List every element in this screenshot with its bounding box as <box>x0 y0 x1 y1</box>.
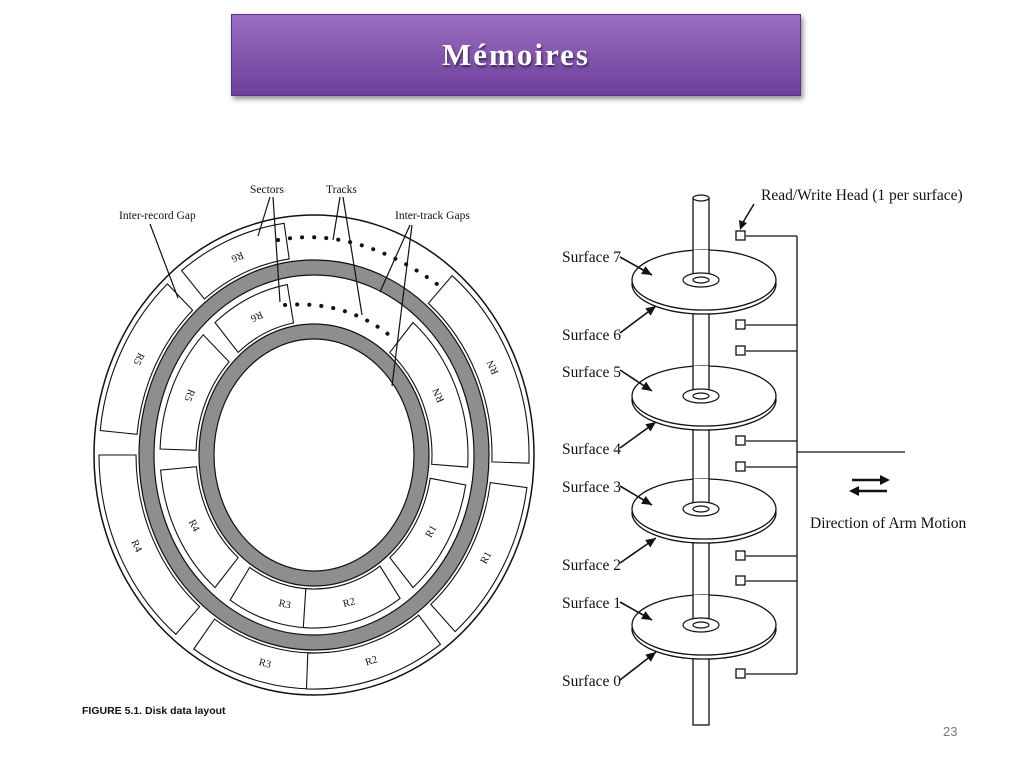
surface-label-7: Surface 7 <box>562 249 621 266</box>
surface-pointer <box>619 256 653 276</box>
inner-record-label: R4 <box>186 518 202 535</box>
outer-record-r2: R2 <box>305 614 442 690</box>
surface-label-5: Surface 5 <box>562 364 621 381</box>
sectors-label: Sectors <box>250 184 284 196</box>
surface-pointer <box>619 651 657 681</box>
spindle-top <box>692 194 710 202</box>
outer-record-r4: R4 <box>98 454 201 636</box>
inter-record-gap-label: Inter-record Gap <box>119 210 196 222</box>
inner-record-label: R2 <box>342 596 357 610</box>
inner-record-r6: R6 <box>214 283 295 354</box>
inner-record-r4: R4 <box>160 466 239 589</box>
platter <box>631 594 777 660</box>
surface-pointer <box>619 601 653 621</box>
inner-record-label: RN <box>431 386 447 404</box>
read-write-head <box>735 668 746 679</box>
pointer-lines <box>149 196 413 387</box>
read-write-head-label: Read/Write Head (1 per surface) <box>761 187 963 204</box>
surface-pointer <box>619 305 657 334</box>
surface-label-4: Surface 4 <box>562 441 621 458</box>
outer-record-r5: R5 <box>99 283 194 435</box>
platters <box>631 249 777 660</box>
outer-record-label: R2 <box>364 654 379 668</box>
inner-record-label: R5 <box>181 387 196 403</box>
inner-record-label: R6 <box>249 308 265 323</box>
read-write-head <box>735 461 746 472</box>
outer-record-r6: R6 <box>180 222 290 300</box>
outer-track-dots <box>276 235 447 292</box>
platter <box>631 365 777 431</box>
surface-pointer <box>619 369 653 392</box>
surface-label-3: Surface 3 <box>562 479 621 496</box>
inner-record-label: R3 <box>277 598 291 611</box>
slide-number: 23 <box>943 724 958 739</box>
arm-assembly <box>735 230 905 679</box>
read-write-head <box>735 575 746 586</box>
surface-label-2: Surface 2 <box>562 557 621 574</box>
inner-record-r5: R5 <box>159 333 230 451</box>
outer-record-label: R1 <box>479 550 495 566</box>
surface-label-0: Surface 0 <box>562 673 621 690</box>
surface-label-1: Surface 1 <box>562 595 621 612</box>
inner-track-dots <box>283 302 397 342</box>
read-write-head <box>735 230 746 241</box>
read-write-head <box>735 435 746 446</box>
inner-record-r2: R2 <box>302 565 401 629</box>
tracks-label: Tracks <box>326 184 357 196</box>
surface-pointers <box>619 256 657 681</box>
outer-record-label: R6 <box>229 249 245 264</box>
arm-motion-label: Direction of Arm Motion <box>810 515 967 532</box>
outer-record-label: R4 <box>128 538 143 554</box>
outer-record-label: R5 <box>131 351 146 367</box>
slide-title: Mémoires <box>442 37 590 72</box>
surface-pointer <box>619 421 657 449</box>
platter <box>631 249 777 315</box>
head-pointer <box>741 203 755 225</box>
surface-pointer <box>619 537 657 564</box>
outer-record-label: R3 <box>258 657 273 671</box>
outer-record-rn: RN <box>427 274 530 464</box>
outer-record-r1: R1 <box>430 481 528 633</box>
figure-caption: FIGURE 5.1. Disk data layout <box>82 705 226 717</box>
read-write-head <box>735 345 746 356</box>
inter-track-gaps-label: Inter-track Gaps <box>395 210 470 222</box>
read-write-head <box>735 319 746 330</box>
surface-label-6: Surface 6 <box>562 327 621 344</box>
platter <box>631 478 777 544</box>
inner-record-label: R1 <box>424 524 440 540</box>
title-bar: Mémoires <box>231 14 801 96</box>
arm-motion-arrows <box>849 475 890 496</box>
head-pointer-arrowhead <box>739 220 747 230</box>
inner-record-rn: RN <box>389 321 469 468</box>
inner-record-r1: R1 <box>389 477 467 589</box>
disk-hub <box>213 338 415 572</box>
surface-pointer <box>619 485 653 506</box>
outer-record-r3: R3 <box>193 618 334 690</box>
read-write-head <box>735 550 746 561</box>
